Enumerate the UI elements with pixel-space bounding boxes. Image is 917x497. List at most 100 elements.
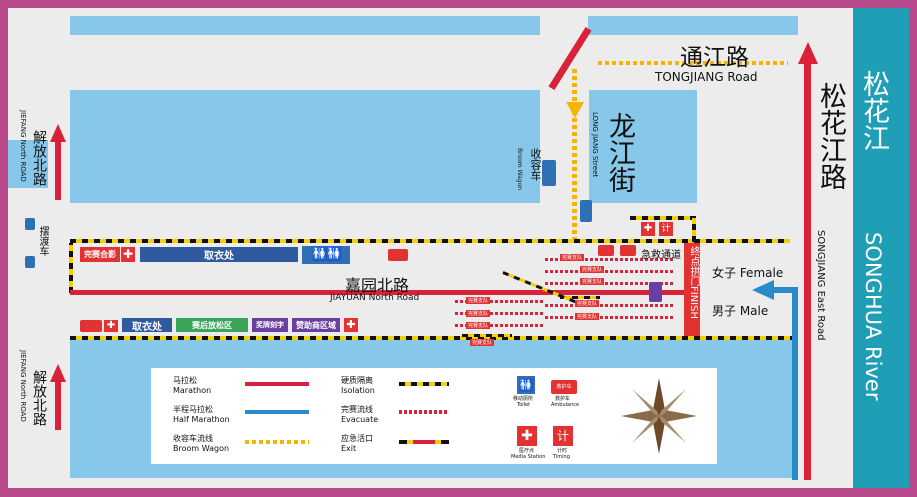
shuttle-label: 摆渡车 — [37, 226, 48, 256]
block-upper-right — [589, 90, 697, 203]
jiefang-road-bottom-en: JIEFANG North ROAD — [19, 350, 27, 422]
bus-icon — [25, 256, 35, 268]
evacuate-lane — [455, 312, 545, 315]
legend-ambulance-en: Ambulance — [551, 402, 580, 408]
isolation-barrier-bottom — [70, 336, 792, 340]
evacuate-lane — [455, 324, 545, 327]
finish-arch-label: 终点拱门FINISH — [688, 246, 699, 319]
legend-toilet-cn: 移动厕所 — [513, 396, 534, 402]
arrow-down-icon — [566, 102, 584, 118]
marathon-route-jiefang-top — [55, 140, 61, 200]
arrow-up-icon — [50, 364, 66, 382]
legend-half-swatch — [245, 410, 309, 414]
legend-marathon-cn: 马拉松 — [173, 376, 197, 385]
legend-half-cn: 半程马拉松 — [173, 405, 213, 414]
jiefang-road-bottom-cn: 解放北路 — [31, 370, 47, 426]
isolation-barrier-left — [69, 243, 73, 293]
timing-icon: 计 — [553, 426, 573, 446]
timing-icon: 计 — [659, 222, 673, 236]
marathon-route-jiefang-bottom — [55, 370, 61, 430]
legend-half-en: Half Marathon — [173, 415, 230, 424]
finisher-photo-tag: 完赛合影 — [80, 247, 120, 262]
ambulance-icon: 救护车 — [551, 380, 577, 394]
broom-route-longjiang — [572, 66, 577, 241]
longjiang-street-cn: 龙江街 — [604, 112, 635, 193]
jiayuan-road-en: JIAYUAN North Road — [330, 293, 420, 303]
medical-cross-icon: ✚ — [104, 320, 118, 332]
half-marathon-arrow-body — [770, 287, 798, 293]
evacuate-lane — [545, 304, 675, 307]
legend-toilet-en: Toilet — [517, 402, 531, 408]
legend-timing-cn: 计时 — [557, 448, 568, 454]
longjiang-street-en: LONG JIANG Street — [591, 112, 599, 178]
compass-rose-icon — [621, 378, 697, 454]
finish-lane-tag: 完赛支队 — [580, 266, 605, 273]
legend-isolation-cn: 硬质隔离 — [341, 376, 373, 385]
legend-ambulance-cn: 救护车 — [555, 396, 571, 402]
tongjiang-road-cn: 通江路 — [680, 45, 749, 71]
legend-marathon-swatch — [245, 382, 309, 386]
bag-pickup-top-tag: 取衣处 — [140, 247, 298, 262]
bus-icon — [25, 218, 35, 230]
legend-broom-en: Broom Wagon — [173, 444, 230, 453]
legend-medical-en: Media Station — [511, 454, 546, 460]
broom-wagon-label-en: Broom Wagon — [516, 148, 523, 191]
legend-evacuate-swatch — [399, 410, 449, 414]
arrow-up-icon — [50, 124, 66, 142]
bag-pickup-bottom-tag: 取衣处 — [122, 318, 172, 333]
evacuate-lane — [545, 282, 675, 285]
arrow-up-icon — [798, 42, 818, 64]
legend-exit-swatch — [399, 440, 449, 444]
arrow-left-icon — [752, 280, 774, 300]
sponsor-area-tag: 赞助商区域 — [292, 318, 340, 332]
legend-isolation-en: Isolation — [341, 386, 375, 395]
legend-broom-swatch — [245, 440, 309, 444]
evacuate-lane — [545, 258, 675, 261]
broom-wagon-label-cn: 收容车 — [529, 148, 542, 181]
evacuate-lane — [455, 300, 545, 303]
isolation-barrier-top — [70, 239, 790, 243]
songjiang-road-en: SONGJIANG East Road — [815, 230, 826, 341]
isolation-barrier — [560, 296, 600, 299]
legend-marathon-en: Marathon — [173, 386, 212, 395]
songhua-river — [853, 8, 909, 488]
songjiang-road-cn: 松花江路 — [815, 82, 846, 190]
emergency-lane-label: 急救通道 — [641, 250, 681, 261]
ambulance-icon — [388, 249, 408, 261]
ambulance-icon — [80, 320, 102, 332]
ambulance-icon — [620, 245, 636, 256]
ambulance-icon — [598, 245, 614, 256]
medical-cross-icon: ✚ — [517, 426, 537, 446]
finish-lane-tag: 完赛支队 — [466, 297, 491, 304]
legend-evacuate-cn: 完赛流线 — [341, 405, 373, 414]
block-left-edge — [8, 140, 48, 188]
broom-route-tongjiang — [598, 61, 788, 65]
river-name-en: SONGHUA River — [861, 232, 885, 401]
isolation-barrier-finish-cap — [630, 216, 692, 220]
male-label: 男子 Male — [712, 304, 769, 318]
finish-lane-tag: 完赛支队 — [466, 322, 491, 329]
legend-isolation-swatch — [399, 382, 449, 386]
post-race-area-tag: 赛后放松区 — [176, 318, 248, 332]
block-upper-left — [70, 90, 540, 203]
medical-cross-icon: ✚ — [344, 318, 358, 332]
legend-panel: 马拉松 Marathon 半程马拉松 Half Marathon 收容车流线 B… — [151, 368, 717, 464]
toilet-icon — [649, 282, 662, 302]
river-name-cn: 松花江 — [858, 70, 889, 151]
finish-arch — [684, 243, 700, 336]
evacuate-lane — [545, 316, 675, 319]
finish-lane-tag: 完赛支队 — [470, 339, 495, 346]
medal-engraving-tag: 奖牌刻字 — [252, 318, 288, 332]
female-label: 女子 Female — [712, 266, 784, 280]
half-marathon-route — [792, 290, 798, 480]
legend-evacuate-en: Evacuate — [341, 415, 379, 424]
block-top-right-strip — [588, 16, 798, 35]
isolation-barrier — [462, 334, 512, 337]
tongjiang-road-en: TONGJIANG Road — [655, 70, 758, 84]
bus-icon — [580, 200, 592, 222]
marathon-route-songjiang — [804, 60, 811, 480]
finish-lane-tag: 完赛支队 — [575, 300, 600, 307]
medical-cross-icon: ✚ — [641, 222, 655, 236]
legend-timing-en: Timing — [553, 454, 570, 460]
legend-broom-cn: 收容车流线 — [173, 434, 213, 443]
